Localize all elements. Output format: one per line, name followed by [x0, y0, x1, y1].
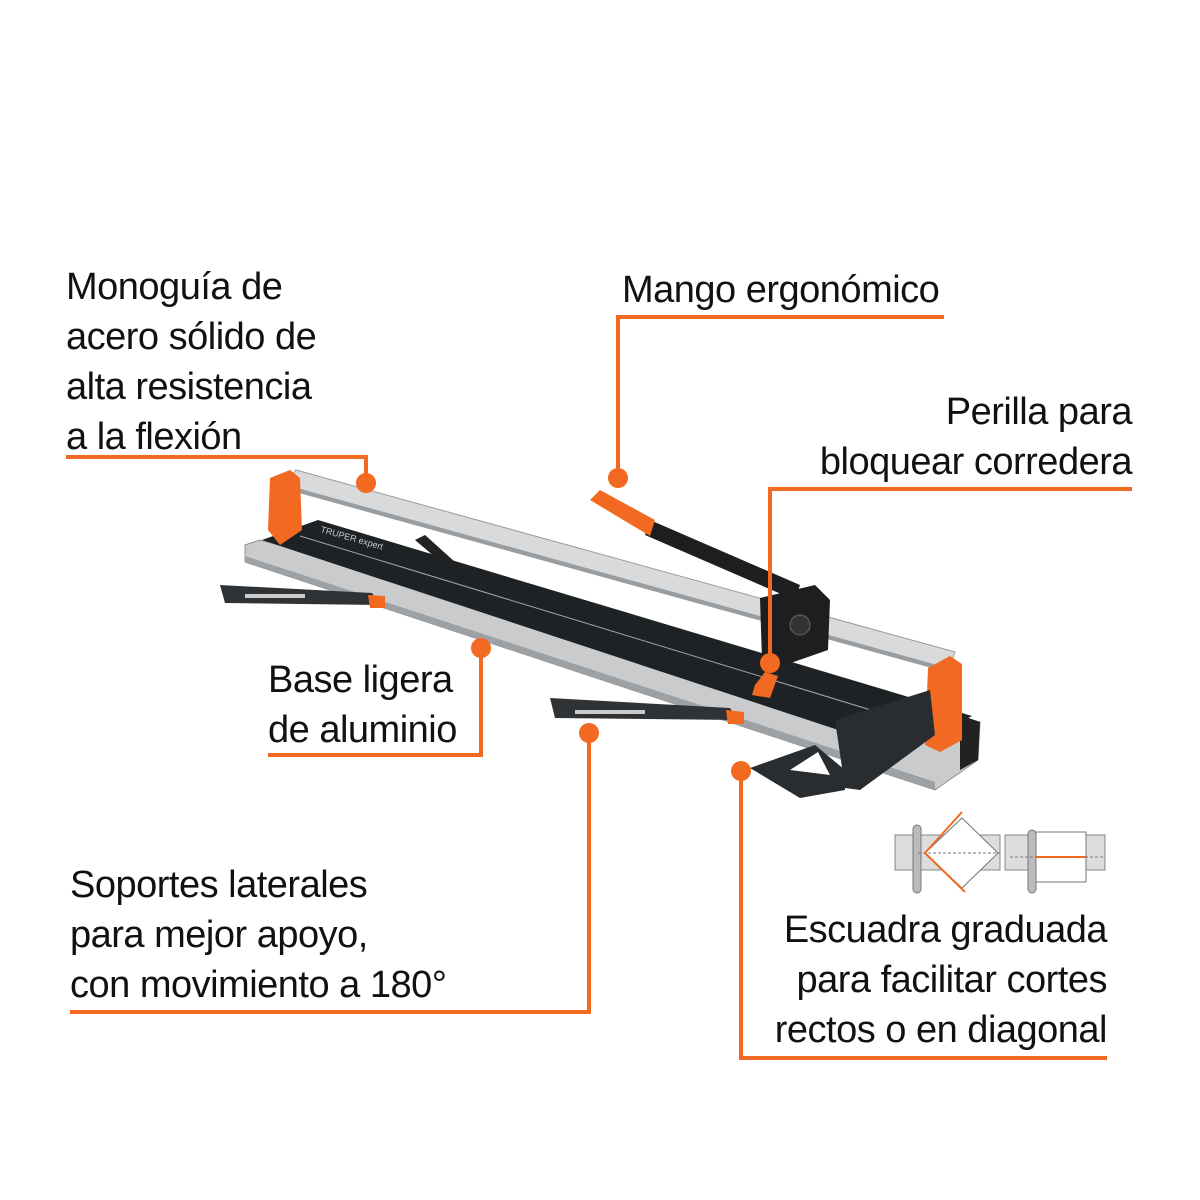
- callout-supports: Soportes laterales para mejor apoyo, con…: [70, 860, 447, 1010]
- callout-text: de aluminio: [268, 709, 457, 751]
- diagonal-cut-diagram-icon: [894, 811, 1001, 894]
- callout-handle: Mango ergonómico: [622, 265, 940, 315]
- side-support-right: [550, 698, 744, 724]
- ergonomic-handle: [590, 490, 830, 698]
- callout-knob: Perilla para bloquear corredera: [819, 387, 1133, 487]
- callout-text: con movimiento a 180°: [70, 964, 447, 1006]
- callout-text: para mejor apoyo,: [70, 914, 368, 956]
- callout-text: para facilitar cortes: [796, 959, 1107, 1001]
- callout-square: Escuadra graduada para facilitar cortes …: [774, 905, 1108, 1055]
- callout-text: a la flexión: [66, 416, 242, 458]
- callout-text: Escuadra graduada: [783, 909, 1108, 951]
- callout-text: Monoguía de: [66, 266, 283, 308]
- callout-text: Perilla para: [945, 391, 1133, 433]
- callout-text: rectos o en diagonal: [774, 1009, 1108, 1051]
- straight-cut-diagram-icon: [1004, 829, 1106, 894]
- callout-text: Soportes laterales: [70, 864, 368, 906]
- callout-text: Base ligera: [268, 659, 453, 701]
- callout-text: Mango ergonómico: [622, 269, 940, 311]
- callout-lines: [66, 315, 1132, 1060]
- callout-text: alta resistencia: [66, 366, 312, 408]
- callout-text: acero sólido de: [66, 316, 317, 358]
- callout-base: Base ligera de aluminio: [268, 655, 457, 755]
- callout-text: bloquear corredera: [819, 441, 1133, 483]
- left-post: [268, 470, 302, 545]
- right-post: [925, 656, 962, 752]
- callout-dots: [356, 468, 780, 781]
- guide-square: [835, 690, 935, 790]
- callout-rail: Monoguía de acero sólido de alta resiste…: [66, 262, 317, 462]
